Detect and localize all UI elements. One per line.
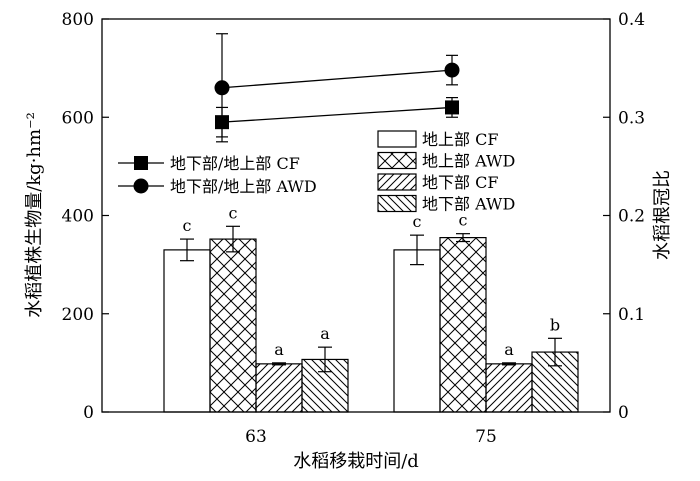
- line-series: [221, 69, 453, 89]
- bar: [485, 363, 533, 413]
- line-series: [221, 106, 453, 123]
- bar: [255, 363, 303, 413]
- bar: [209, 238, 257, 413]
- significance-label: c: [183, 216, 192, 235]
- y-tick-label: 600: [62, 108, 94, 128]
- marker-square: [445, 100, 459, 115]
- legend-swatch: [377, 151, 417, 170]
- y-axis-title: 水稻植株生物量/kg·hm⁻²: [24, 112, 45, 318]
- y2-tick-label: 0.3: [618, 108, 645, 128]
- legend-label: 地下部/地上部 CF: [170, 154, 300, 173]
- legend-swatch: [377, 173, 417, 191]
- bar: [439, 237, 487, 413]
- y-tick-label: 400: [62, 207, 94, 227]
- significance-label: a: [320, 324, 330, 343]
- bar: [393, 249, 441, 413]
- significance-label: c: [413, 212, 422, 231]
- legend-label: 地下部 CF: [422, 173, 498, 192]
- y-tick-label: 200: [62, 305, 94, 325]
- marker-circle: [444, 62, 460, 78]
- x-tick-label: 75: [475, 427, 497, 447]
- y-tick-label: 0: [83, 403, 94, 423]
- bar: [163, 249, 211, 413]
- y2-tick-label: 0.2: [618, 207, 645, 227]
- significance-label: c: [229, 203, 238, 222]
- ticks-layer: 0 200 400 600 800 0 0.1 0.2 0.3 0.4 63 75: [62, 10, 646, 447]
- legend-swatch: [377, 130, 417, 148]
- x-axis-title: 水稻移栽时间/d: [293, 451, 419, 472]
- significance-label: c: [459, 211, 468, 230]
- legend-marker-square: [134, 156, 148, 170]
- y-tick-label: 800: [62, 10, 94, 30]
- bars-layer: c c c c a a a b: [163, 203, 579, 413]
- legend-lines: 地下部/地上部 CF 地下部/地上部 AWD: [118, 154, 317, 196]
- legend-marker-circle: [133, 178, 149, 194]
- legend-bars: 地上部 CF 地上部 AWD 地下部 CF 地下部 AWD: [377, 130, 515, 214]
- x-tick-label: 63: [245, 427, 267, 447]
- y2-tick-label: 0: [618, 403, 629, 423]
- legend-label: 地上部 AWD: [422, 152, 515, 171]
- marker-circle: [214, 80, 230, 96]
- significance-label: a: [504, 340, 514, 359]
- y2-tick-label: 0.1: [618, 305, 645, 325]
- y2-axis-title: 水稻根冠比: [652, 170, 673, 260]
- lines-layer: [214, 33, 460, 143]
- legend-label: 地下部/地上部 AWD: [170, 177, 317, 196]
- significance-label: a: [274, 340, 284, 359]
- legend-label: 地上部 CF: [422, 130, 498, 149]
- legend-swatch: [377, 194, 417, 213]
- y2-tick-label: 0.4: [618, 10, 645, 30]
- legend-label: 地下部 AWD: [422, 195, 515, 214]
- significance-label: b: [550, 315, 560, 334]
